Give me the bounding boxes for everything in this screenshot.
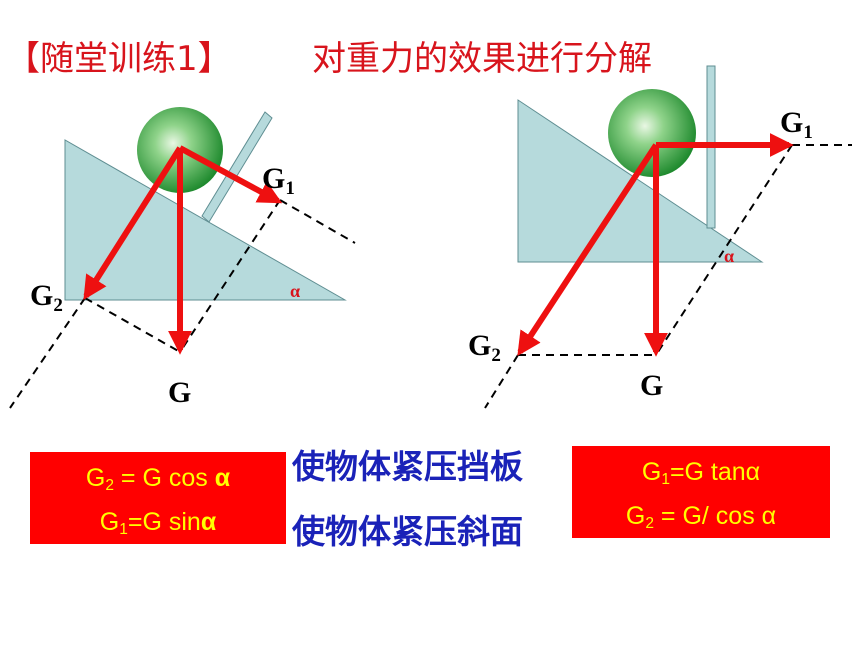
effect-text-incline: 使物体紧压斜面 xyxy=(292,512,523,551)
right-ball xyxy=(608,89,696,177)
right-incline xyxy=(517,99,764,263)
left-label-g: G xyxy=(168,376,191,409)
right-label-g2: G2 xyxy=(468,329,501,366)
right-formula-box: G1=G tanα G2 = G/ cos α xyxy=(572,446,830,538)
slide-title: 对重力的效果进行分解 xyxy=(312,39,652,79)
left-formula-1: G2 = G cos α xyxy=(85,464,231,494)
right-force-arrows xyxy=(517,133,794,357)
right-label-g: G xyxy=(640,369,663,402)
right-formula-2: G2 = G/ cos α xyxy=(625,501,777,532)
left-angle-alpha: α xyxy=(290,281,300,301)
slide-title-tag: 【随堂训练1】 xyxy=(6,39,232,79)
left-baffle xyxy=(201,111,273,223)
left-dashed-lines xyxy=(9,199,356,409)
right-dashed-lines xyxy=(484,144,852,409)
right-formula-1: G1=G tanα xyxy=(641,458,761,488)
left-label-g2: G2 xyxy=(30,279,63,316)
left-force-arrows xyxy=(83,145,283,355)
effect-text-baffle: 使物体紧压挡板 xyxy=(292,447,523,486)
right-label-g1: G1 xyxy=(780,106,813,143)
left-label-g1: G1 xyxy=(262,162,295,199)
left-diagram: G G1 G2 α xyxy=(9,107,356,409)
left-formula-2: G1=G sinα xyxy=(99,507,217,538)
left-incline xyxy=(64,139,347,301)
right-angle-alpha: α xyxy=(724,246,734,266)
left-formula-box: G2 = G cos α G1=G sinα xyxy=(30,452,286,544)
right-diagram: G G1 G2 α xyxy=(468,65,852,409)
